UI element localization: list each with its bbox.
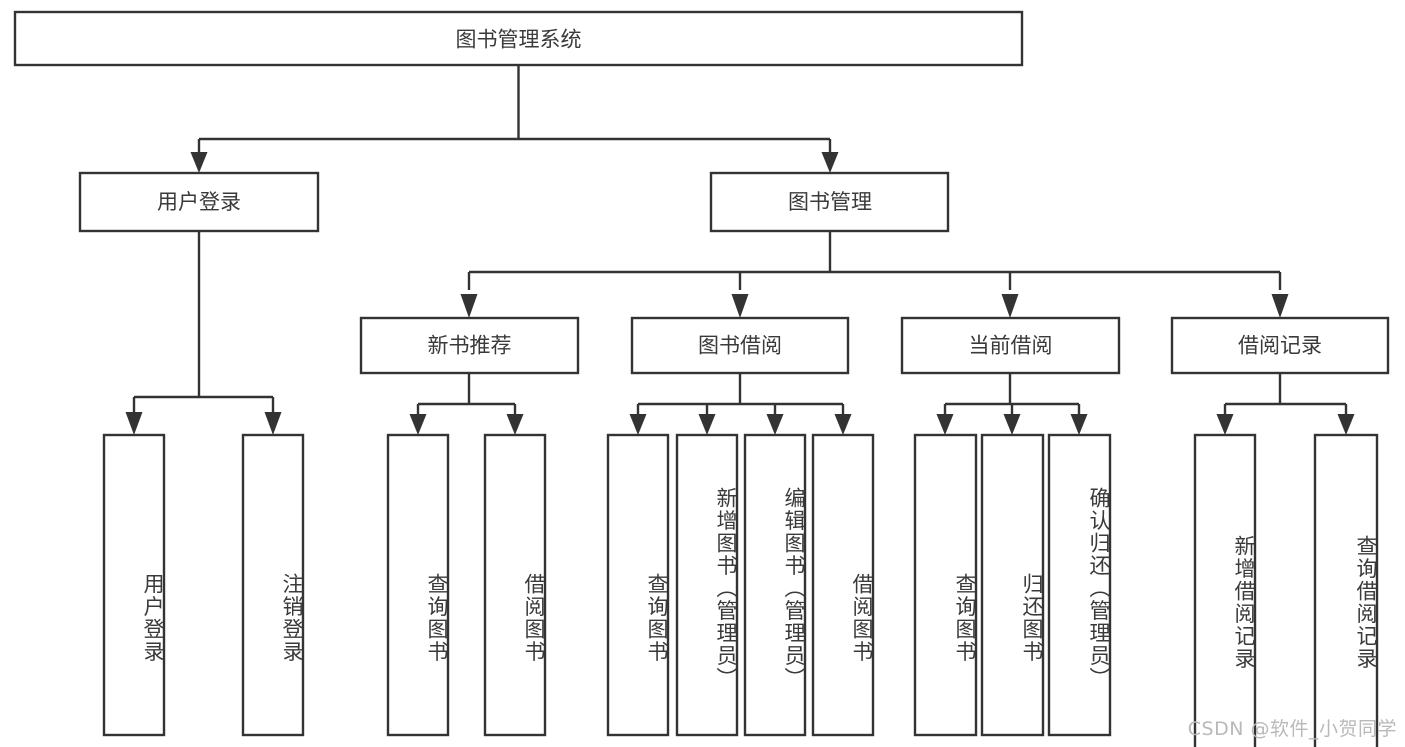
- leaf-user-login[interactable]: [102, 433, 166, 737]
- leaf-query-book-borrow[interactable]: [606, 433, 670, 737]
- arrow-head-leaf-query-book-3: [936, 414, 954, 435]
- arrow-head-leaf-borrow-book-2: [834, 414, 852, 435]
- arrow-head-borrow-record: [1271, 294, 1289, 318]
- node-book-management[interactable]: [709, 171, 950, 233]
- arrow-head-book-borrow: [731, 294, 749, 318]
- arrow-head-leaf-borrow-book-1: [506, 414, 524, 435]
- leaf-return-book[interactable]: [980, 433, 1045, 737]
- label-root-system: 图书管理系统: [456, 28, 582, 52]
- leaf-logout[interactable]: [241, 433, 305, 737]
- node-book-borrow[interactable]: [630, 316, 850, 375]
- leaf-borrow-book-newbook[interactable]: [483, 433, 547, 737]
- arrow-head-leaf-add-record: [1216, 414, 1234, 435]
- label-user-login: 用户登录: [157, 190, 241, 214]
- label-book-management: 图书管理: [788, 190, 872, 214]
- node-root-system[interactable]: [13, 10, 1024, 67]
- leaf-query-book-current[interactable]: [913, 433, 978, 737]
- label-borrow-record: 借阅记录: [1238, 334, 1322, 358]
- horizontal-label-group: 图书管理系统 用户登录 图书管理 新书推荐 图书借阅 当前借阅 借阅记录: [157, 28, 1322, 358]
- connector-group: [125, 65, 1355, 435]
- arrow-head-leaf-return-book: [1003, 414, 1021, 435]
- arrow-head-leaf-add-book: [698, 414, 716, 435]
- arrow-head-leaf-confirm-return: [1070, 414, 1088, 435]
- label-new-book-recommend: 新书推荐: [428, 334, 512, 358]
- arrow-head-leaf-query-book-2: [629, 414, 647, 435]
- node-box-group: [13, 10, 1390, 747]
- label-book-borrow: 图书借阅: [698, 334, 782, 358]
- arrow-head-leaf-logout: [264, 412, 282, 435]
- leaf-confirm-return-admin[interactable]: [1047, 433, 1112, 737]
- leaf-borrow-book[interactable]: [811, 433, 875, 737]
- node-current-borrow[interactable]: [900, 316, 1121, 375]
- arrow-head-book-mgmt: [821, 152, 839, 173]
- label-current-borrow: 当前借阅: [969, 334, 1053, 358]
- leaf-query-borrow-record[interactable]: [1313, 433, 1379, 747]
- leaf-query-book-newbook[interactable]: [386, 433, 450, 737]
- node-new-book-recommend[interactable]: [359, 316, 580, 375]
- arrow-head-user-login: [190, 152, 208, 173]
- arrow-head-leaf-query-record: [1337, 414, 1355, 435]
- arrow-head-leaf-user-login: [125, 412, 143, 435]
- leaf-add-borrow-record[interactable]: [1193, 433, 1257, 747]
- arrow-head-leaf-edit-book: [766, 414, 784, 435]
- arrow-head-current-borrow: [1001, 294, 1019, 318]
- leaf-add-book-admin[interactable]: [675, 433, 739, 737]
- leaf-edit-book-admin[interactable]: [743, 433, 807, 737]
- arrow-head-new-book-rec: [460, 294, 478, 318]
- node-user-login[interactable]: [78, 171, 320, 233]
- arrow-head-leaf-query-book-1: [409, 414, 427, 435]
- node-borrow-record[interactable]: [1170, 316, 1390, 375]
